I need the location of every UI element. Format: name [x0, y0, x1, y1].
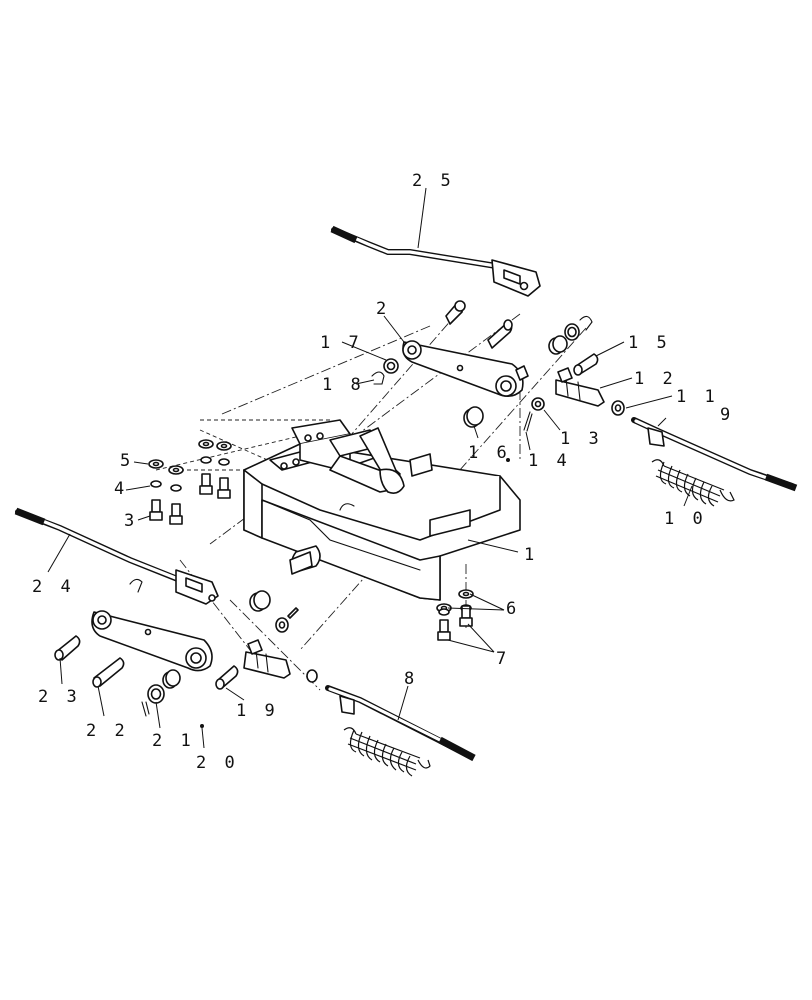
- callout-21: 2 1: [152, 731, 195, 751]
- pin-part-22: [92, 657, 125, 688]
- pin-part-15: [573, 353, 599, 376]
- callout-24: 2 4: [32, 577, 75, 597]
- callout-20: 2 0: [196, 753, 239, 773]
- hardware-washers-part-5: [148, 439, 232, 475]
- callout-18: 1 8: [322, 375, 365, 395]
- bushing-upper: [548, 315, 593, 355]
- callout-15: 1 5: [628, 333, 671, 353]
- main-frame-part-1: [243, 419, 521, 601]
- callout-9: 9: [720, 405, 734, 425]
- callout-6: 6: [506, 599, 520, 619]
- pin-upper-2: [487, 319, 513, 349]
- callout-7: 7: [496, 649, 510, 669]
- callout-17: 1 7: [320, 333, 363, 353]
- cotter-pin-part-14: [523, 411, 533, 432]
- callout-25: 2 5: [412, 171, 455, 191]
- callout-8: 8: [404, 669, 418, 689]
- washer-part-13: [531, 397, 545, 411]
- bushing-part-16: [463, 406, 510, 462]
- lift-rod-part-24: [14, 507, 219, 605]
- callout-14: 1 4: [528, 451, 571, 471]
- callout-2: 2: [376, 299, 390, 319]
- hardware-lockwashers-part-4: [150, 456, 230, 492]
- washer-part-17: [383, 358, 399, 374]
- callout-19: 1 9: [236, 701, 279, 721]
- callout-1: 1: [524, 545, 538, 565]
- callout-22: 2 2: [86, 721, 129, 741]
- spring-rod-part-9: [631, 417, 798, 492]
- callout-16: 1 6: [468, 443, 511, 463]
- spring-part-10: [651, 459, 735, 507]
- callout-5: 5: [120, 451, 134, 471]
- callout-12: 1 2: [634, 369, 677, 389]
- spring-rod-part-8: [325, 685, 476, 762]
- pin-upper-1: [445, 300, 466, 325]
- clevis-lower: [243, 639, 318, 683]
- callout-11: 1 1: [676, 387, 719, 407]
- callout-4: 4: [114, 479, 128, 499]
- callout-labels: 2 5 2 1 7 1 8 1 5 1 2 1 1 9 1 3 1 4 1 6 …: [32, 171, 734, 773]
- hardware-bolts-part-3: [149, 473, 231, 525]
- cotter-pin-lower: [129, 578, 204, 728]
- callout-3: 3: [124, 511, 138, 531]
- spring-part-8: [343, 727, 431, 777]
- link-arm-part-2: [402, 340, 529, 398]
- bushing-lower: [249, 590, 299, 633]
- clevis-part-12: [555, 367, 625, 416]
- hair-pin-part-18: [371, 371, 385, 385]
- pin-part-19: [215, 665, 239, 690]
- callout-13: 1 3: [560, 429, 603, 449]
- callout-23: 2 3: [38, 687, 81, 707]
- leader-lines: [47, 187, 693, 749]
- callout-10: 1 0: [664, 509, 707, 529]
- hardware-bolts-part-7: [437, 605, 473, 641]
- bushing-part-21: [147, 669, 181, 704]
- pin-part-23: [54, 635, 81, 661]
- lift-rod-part-25: [330, 225, 541, 297]
- link-arm-lower: [91, 610, 213, 672]
